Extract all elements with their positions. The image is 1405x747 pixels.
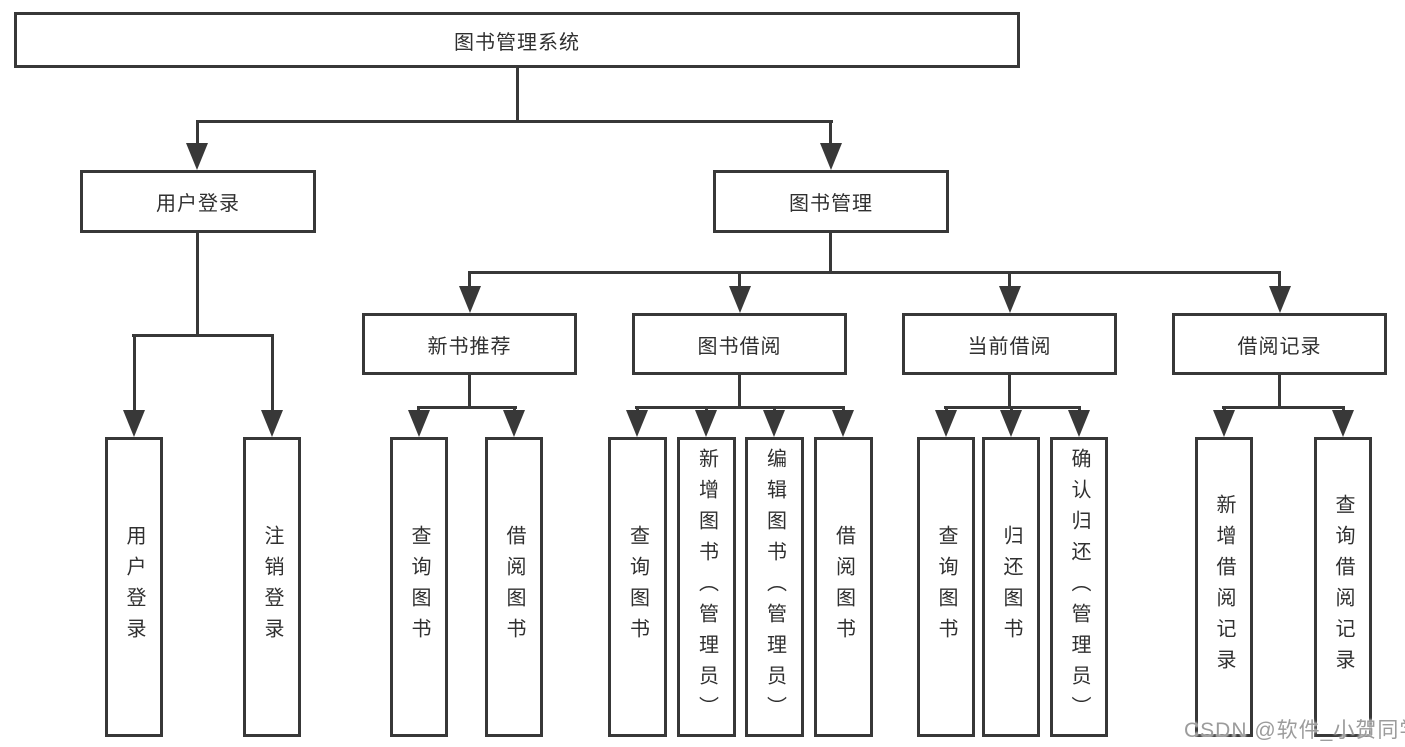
node-label: 新增图书（管理员）	[695, 447, 718, 727]
node-label: 归还图书	[1000, 525, 1022, 649]
connector-group-stem	[1008, 373, 1011, 408]
node-label: 图书管理	[789, 193, 873, 215]
node-logout: 注销登录	[243, 437, 301, 737]
node-label: 注销登录	[261, 525, 283, 649]
node-label: 查询图书	[626, 525, 649, 649]
arrowhead	[729, 286, 751, 313]
node-query-borrow-record: 查询借阅记录	[1314, 437, 1372, 737]
arrowhead	[832, 410, 854, 437]
arrowhead	[999, 286, 1021, 313]
node-confirm-return-admin: 确认归还（管理员）	[1050, 437, 1108, 737]
arrowhead	[1213, 410, 1235, 437]
connector-drop	[133, 334, 136, 414]
arrowhead	[1000, 410, 1022, 437]
node-book-management: 图书管理	[713, 170, 949, 233]
connector-drop	[738, 271, 741, 291]
connector-drop	[468, 271, 471, 291]
arrowhead	[1332, 410, 1354, 437]
connector-group-rail	[417, 406, 517, 409]
node-label: 借阅图书	[503, 525, 525, 649]
node-book-borrowing: 图书借阅	[632, 313, 847, 375]
arrowhead	[123, 410, 145, 437]
connector-drop	[1008, 271, 1011, 291]
arrowhead	[459, 286, 481, 313]
node-add-borrow-record: 新增借阅记录	[1195, 437, 1253, 737]
arrowhead	[626, 410, 648, 437]
node-label: 确认归还（管理员）	[1068, 447, 1090, 727]
node-edit-book-admin: 编辑图书（管理员）	[745, 437, 804, 737]
node-user-login-leaf: 用户登录	[105, 437, 163, 737]
connector-group-rail	[1222, 406, 1345, 409]
connector-level1-rail	[196, 120, 833, 123]
node-add-book-admin: 新增图书（管理员）	[677, 437, 736, 737]
connector-group-stem	[468, 373, 471, 408]
node-label: 查询图书	[935, 525, 957, 649]
node-query-books-recommend: 查询图书	[390, 437, 448, 737]
node-borrow-books-recommend: 借阅图书	[485, 437, 543, 737]
node-borrow-books: 借阅图书	[814, 437, 873, 737]
arrowhead	[935, 410, 957, 437]
node-label: 当前借阅	[967, 335, 1052, 358]
connector-group-stem	[738, 373, 741, 408]
arrowhead	[820, 143, 842, 170]
connector-user-login-rail	[132, 334, 273, 337]
connector-root-stem	[516, 66, 519, 123]
node-label: 新增借阅记录	[1213, 494, 1235, 680]
csdn-watermark: CSDN @软件_小贺同学	[1184, 719, 1405, 742]
connector-drop	[271, 334, 274, 414]
node-label: 新书推荐	[427, 335, 512, 358]
connector-user-login-stem	[196, 231, 199, 337]
arrowhead	[1068, 410, 1090, 437]
connector-book-management-stem	[829, 231, 832, 274]
connector-group-stem	[1278, 373, 1281, 408]
node-label: 借阅图书	[832, 525, 855, 649]
connector-drop	[196, 120, 199, 148]
node-label: 借阅记录	[1237, 335, 1322, 358]
arrowhead	[408, 410, 430, 437]
arrowhead	[695, 410, 717, 437]
connector-drop	[1278, 271, 1281, 291]
node-label: 用户登录	[156, 193, 240, 215]
node-return-books: 归还图书	[982, 437, 1040, 737]
node-label: 图书借阅	[697, 335, 782, 358]
arrowhead	[186, 143, 208, 170]
node-new-book-recommend: 新书推荐	[362, 313, 577, 375]
node-borrow-records: 借阅记录	[1172, 313, 1387, 375]
connector-drop	[829, 120, 832, 148]
node-library-management-system: 图书管理系统	[14, 12, 1020, 68]
arrowhead	[763, 410, 785, 437]
node-current-borrowing: 当前借阅	[902, 313, 1117, 375]
arrowhead	[503, 410, 525, 437]
node-query-books-current: 查询图书	[917, 437, 975, 737]
arrowhead	[1269, 286, 1291, 313]
connector-group-rail	[635, 406, 845, 409]
node-label: 查询图书	[408, 525, 430, 649]
node-label: 编辑图书（管理员）	[763, 447, 786, 727]
node-user-login: 用户登录	[80, 170, 316, 233]
node-label: 用户登录	[123, 525, 145, 649]
node-label: 查询借阅记录	[1332, 494, 1354, 680]
node-label: 图书管理系统	[454, 31, 580, 54]
arrowhead	[261, 410, 283, 437]
connector-level3-rail	[468, 271, 1281, 274]
node-query-books-borrowing: 查询图书	[608, 437, 667, 737]
